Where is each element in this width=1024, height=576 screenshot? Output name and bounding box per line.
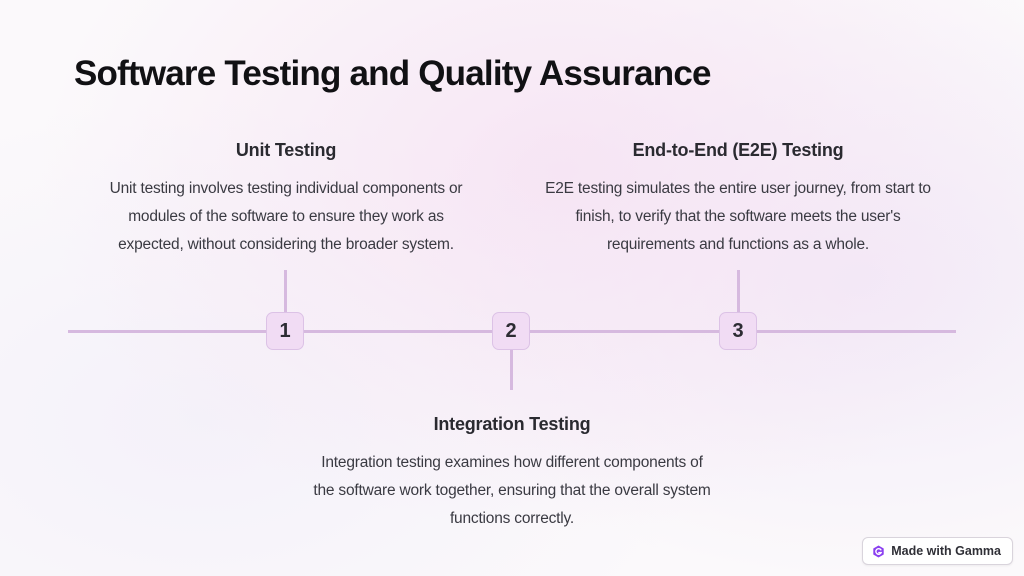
slide-title: Software Testing and Quality Assurance: [74, 54, 712, 93]
step-unit-testing: Unit Testing Unit testing involves testi…: [96, 140, 476, 259]
step-integration-testing: Integration Testing Integration testing …: [312, 414, 712, 533]
step-marker-3: 3: [719, 312, 757, 350]
connector-step-1: [284, 270, 287, 312]
step-description: Unit testing involves testing individual…: [109, 180, 463, 253]
step-marker-2: 2: [492, 312, 530, 350]
step-title: Integration Testing: [433, 414, 591, 434]
badge-label: Made with Gamma: [891, 544, 1001, 558]
step-title: End-to-End (E2E) Testing: [632, 140, 844, 160]
step-marker-1: 1: [266, 312, 304, 350]
gamma-logo-icon: [872, 544, 885, 558]
step-description: Integration testing examines how differe…: [313, 454, 711, 527]
step-title: Unit Testing: [235, 140, 337, 160]
step-e2e-testing: End-to-End (E2E) Testing E2E testing sim…: [545, 140, 931, 259]
step-description: E2E testing simulates the entire user jo…: [545, 180, 931, 253]
connector-step-2: [510, 350, 513, 390]
connector-step-3: [737, 270, 740, 312]
made-with-gamma-badge[interactable]: Made with Gamma: [862, 537, 1013, 565]
